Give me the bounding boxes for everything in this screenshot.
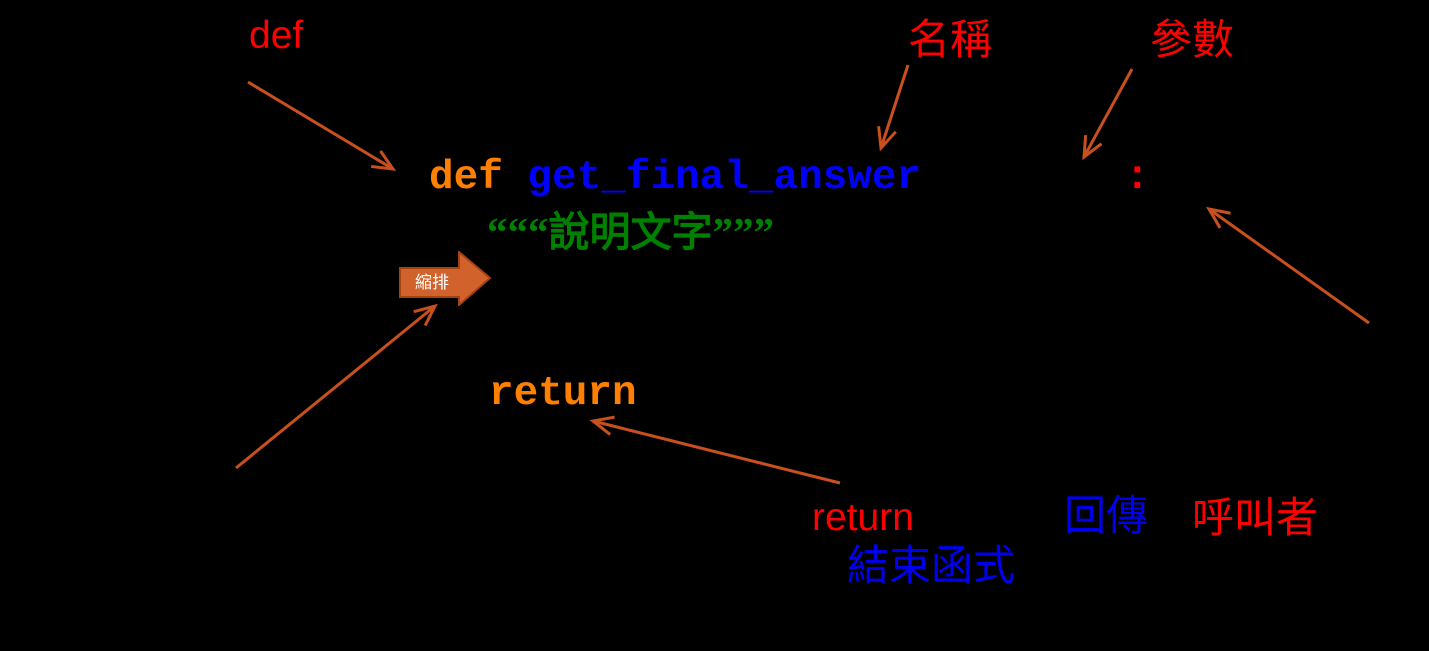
return-translation-label: 回傳 [1064, 494, 1149, 540]
end-function-annotation-label: 結束函式 [847, 544, 1016, 590]
code-colon: : [1125, 155, 1150, 201]
code-function-name: get_final_answer [527, 155, 922, 201]
code-docstring: “““說明文字””” [487, 209, 774, 255]
def-pointer-arrow [247, 80, 397, 171]
return-pointer-arrow [589, 415, 841, 485]
indent-pointer-arrow [235, 303, 438, 470]
code-def-keyword: def [429, 155, 528, 201]
indent-block-arrow: 縮排 [399, 251, 492, 306]
def-annotation-label: def [249, 14, 304, 57]
name-annotation-label: 名稱 [908, 18, 993, 64]
code-line: def get_final_answer [429, 158, 921, 199]
return-annotation-label: return [812, 496, 914, 539]
code-return-keyword: return [489, 371, 637, 417]
colon-pointer-arrow [1206, 206, 1370, 325]
params-annotation-label: 參數 [1150, 18, 1235, 64]
caller-annotation-label: 呼叫者 [1192, 496, 1319, 542]
indent-block-arrow-shape [399, 251, 492, 306]
params-pointer-arrow [1082, 68, 1134, 161]
indent-label: 縮排 [415, 273, 449, 292]
name-pointer-arrow [877, 64, 910, 152]
